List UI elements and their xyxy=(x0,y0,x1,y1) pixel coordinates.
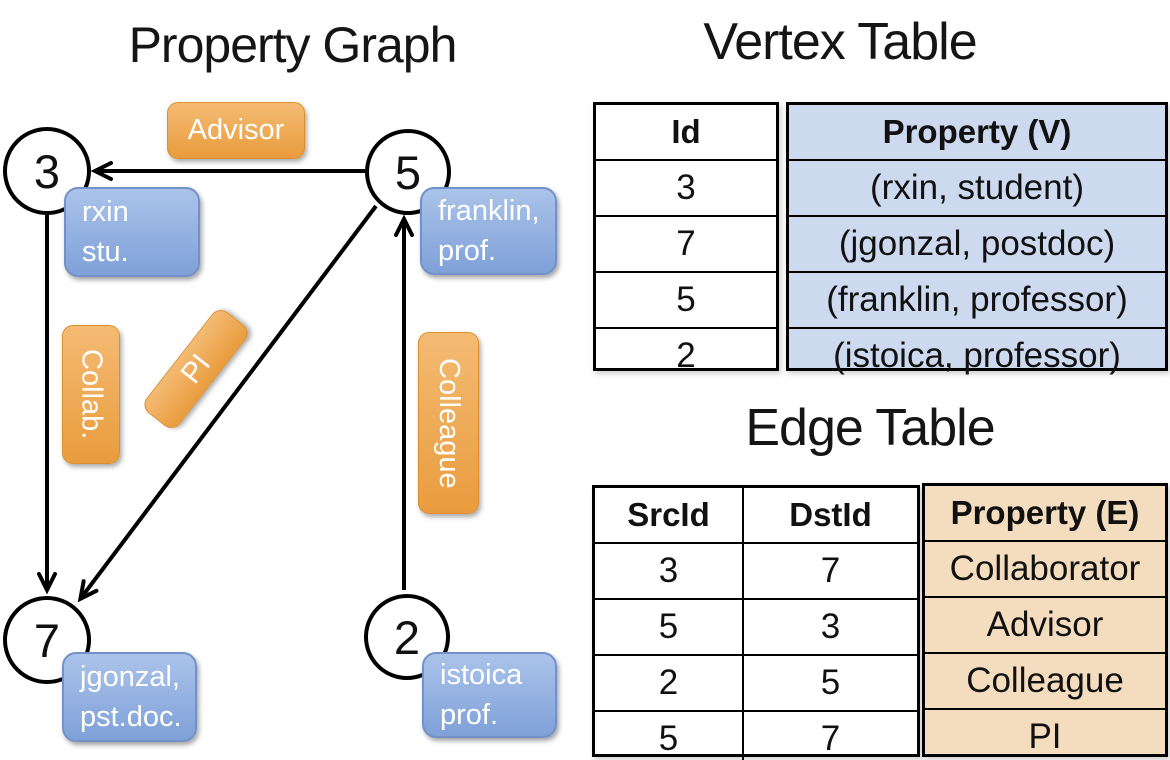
edge-table-property-column: Property (E) Collaborator Advisor Collea… xyxy=(922,483,1168,757)
table-cell: PI xyxy=(925,708,1165,760)
edge-table-property-header: Property (E) xyxy=(950,494,1140,531)
vertex-table-id-header: Id xyxy=(671,113,701,150)
property-graph-title: Property Graph xyxy=(128,17,458,73)
vertex-property-line: prof. xyxy=(440,699,499,731)
table-row: 3 7 xyxy=(595,542,917,598)
edge-label-text: Colleague xyxy=(433,357,465,489)
vertex-property-line: istoica xyxy=(440,658,523,691)
table-cell: Advisor xyxy=(925,596,1165,652)
vertex-property-box-rxin: rxin stu. xyxy=(64,187,200,277)
node-id-label: 2 xyxy=(393,610,421,664)
edge-label-text: Collab. xyxy=(75,349,108,440)
vertex-property-line: franklin, xyxy=(438,194,540,227)
table-row: 5 3 xyxy=(595,598,917,654)
vertex-property-line: prof. xyxy=(438,235,497,267)
edge-label-colleague: Colleague xyxy=(418,332,479,514)
table-cell: (franklin, professor) xyxy=(789,271,1165,327)
vertex-property-line: jgonzal, xyxy=(80,660,180,693)
node-id-label: 5 xyxy=(394,145,422,199)
table-cell: 3 xyxy=(820,607,841,646)
edge-table-dstid-header: DstId xyxy=(789,496,872,533)
table-cell: 7 xyxy=(820,551,841,590)
vertex-property-line: pst.doc. xyxy=(80,701,182,733)
vertex-property-box-istoica: istoica prof. xyxy=(422,652,557,738)
table-cell: Colleague xyxy=(925,652,1165,708)
table-row: 2 5 xyxy=(595,654,917,710)
edge-5-to-7-pi xyxy=(77,204,378,603)
edge-table-title: Edge Table xyxy=(745,399,995,457)
edge-table-src-dst-columns: SrcId DstId 3 7 5 3 2 5 5 7 xyxy=(592,485,920,760)
graph-node-2: 2 xyxy=(364,594,450,680)
edge-label-text: PI xyxy=(174,348,217,390)
table-cell: 5 xyxy=(820,663,841,702)
table-cell: Collaborator xyxy=(925,540,1165,596)
vertex-property-box-jgonzal: jgonzal, pst.doc. xyxy=(62,652,197,742)
table-cell: 5 xyxy=(596,271,776,327)
table-cell: 5 xyxy=(595,712,744,760)
vertex-table-id-column: Id 3 7 5 2 xyxy=(593,102,779,375)
node-id-label: 7 xyxy=(33,613,61,667)
edge-label-collab: Collab. xyxy=(62,325,120,464)
vertex-property-line: rxin xyxy=(82,195,129,228)
table-cell: (jgonzal, postdoc) xyxy=(789,215,1165,271)
table-cell: 7 xyxy=(820,719,841,758)
table-cell: 5 xyxy=(595,600,744,654)
table-cell: 2 xyxy=(596,327,776,383)
table-row: 5 7 xyxy=(595,710,917,760)
graph-node-5: 5 xyxy=(365,129,451,215)
vertex-table-property-header: Property (V) xyxy=(882,113,1072,150)
vertex-table-property-column: Property (V) (rxin, student) (jgonzal, p… xyxy=(786,102,1168,375)
vertex-table-title: Vertex Table xyxy=(703,13,977,71)
table-cell: 3 xyxy=(596,159,776,215)
edge-label-advisor: Advisor xyxy=(167,102,305,159)
graph-edges-canvas xyxy=(37,161,414,603)
table-cell: (istoica, professor) xyxy=(789,327,1165,383)
vertex-property-line: stu. xyxy=(82,236,129,268)
vertex-property-box-franklin: franklin, prof. xyxy=(420,187,557,275)
node-id-label: 3 xyxy=(33,144,61,198)
edge-label-text: Advisor xyxy=(187,114,285,146)
table-cell: 7 xyxy=(596,215,776,271)
edge-table-srcid-header: SrcId xyxy=(595,488,744,542)
table-cell: 2 xyxy=(595,656,744,710)
table-cell: 3 xyxy=(595,544,744,598)
table-cell: (rxin, student) xyxy=(789,159,1165,215)
edge-table-src-dst-header: SrcId DstId xyxy=(595,488,917,542)
